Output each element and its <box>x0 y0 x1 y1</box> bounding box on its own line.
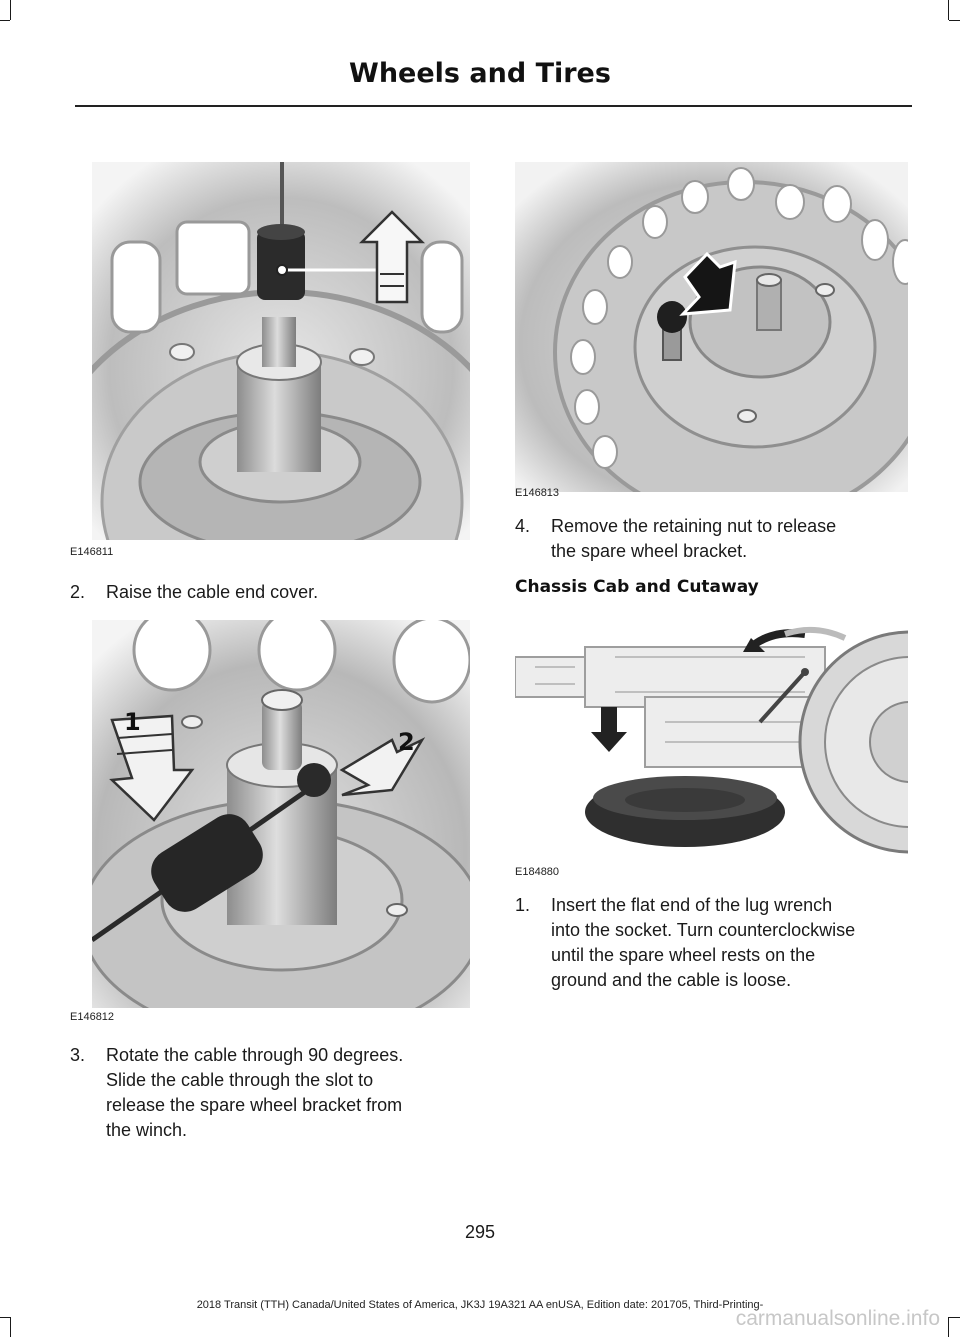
callout-2: 2 <box>398 728 415 756</box>
step-1: 1. Insert the flat end of the lug wrench… <box>515 893 935 993</box>
wheel-illustration-1 <box>92 162 470 540</box>
figure-cable-end-cover <box>92 162 470 540</box>
crop-mark-br-h <box>949 1317 960 1318</box>
wheel-illustration-2 <box>92 620 470 1008</box>
step-number: 1. <box>515 895 531 915</box>
step-line: the spare wheel bracket. <box>551 541 748 561</box>
crop-mark-tr-h <box>949 20 960 21</box>
step-line: release the spare wheel bracket from <box>106 1095 403 1115</box>
footer-edition-info: 2018 Transit (TTH) Canada/United States … <box>196 1299 764 1311</box>
figure-chassis-spare-wheel <box>515 612 908 864</box>
figure-label: E146813 <box>515 487 560 499</box>
page-number: 295 <box>464 1222 496 1242</box>
section-heading: Chassis Cab and Cutaway <box>515 577 759 597</box>
step-line: Rotate the cable through 90 degrees. <box>106 1045 404 1065</box>
crop-mark-tl-h <box>0 20 10 21</box>
figure-rotate-cable: 1 2 <box>92 620 470 1008</box>
chassis-illustration <box>515 612 908 864</box>
crop-mark-br-v <box>948 1317 949 1337</box>
figure-retaining-nut <box>515 162 908 492</box>
step-line: ground and the cable is loose. <box>551 970 792 990</box>
header-divider <box>75 105 912 107</box>
step-number: 2. <box>70 582 86 602</box>
step-text: Remove the retaining nut to release the … <box>551 514 836 564</box>
crop-mark-bl-v <box>10 1317 11 1337</box>
crop-mark-tl-v <box>10 0 11 20</box>
step-number: 4. <box>515 516 531 536</box>
figure-label: E146811 <box>70 546 114 558</box>
step-line: into the socket. Turn counterclockwise <box>551 920 856 940</box>
step-line: Remove the retaining nut to release <box>551 516 837 536</box>
step-text: Insert the flat end of the lug wrench in… <box>551 893 855 993</box>
step-text: Rotate the cable through 90 degrees. Sli… <box>106 1043 403 1143</box>
step-line: the winch. <box>106 1120 188 1140</box>
watermark: carmanualsonline.info <box>735 1307 940 1330</box>
callout-1: 1 <box>124 708 141 736</box>
step-text: Raise the cable end cover. <box>106 582 319 602</box>
figure-label: E184880 <box>515 866 560 878</box>
step-4: 4. Remove the retaining nut to release t… <box>515 514 915 564</box>
step-line: Slide the cable through the slot to <box>106 1070 374 1090</box>
step-2: 2. Raise the cable end cover. <box>70 580 470 605</box>
step-line: Insert the flat end of the lug wrench <box>551 895 833 915</box>
step-line: until the spare wheel rests on the <box>551 945 816 965</box>
step-number: 3. <box>70 1045 86 1065</box>
crop-mark-tr-v <box>948 0 949 20</box>
step-3: 3. Rotate the cable through 90 degrees. … <box>70 1043 490 1143</box>
page-title: Wheels and Tires <box>349 58 611 89</box>
wheel-illustration-3 <box>515 162 908 492</box>
figure-label: E146812 <box>70 1011 115 1023</box>
crop-mark-bl-h <box>0 1317 10 1318</box>
